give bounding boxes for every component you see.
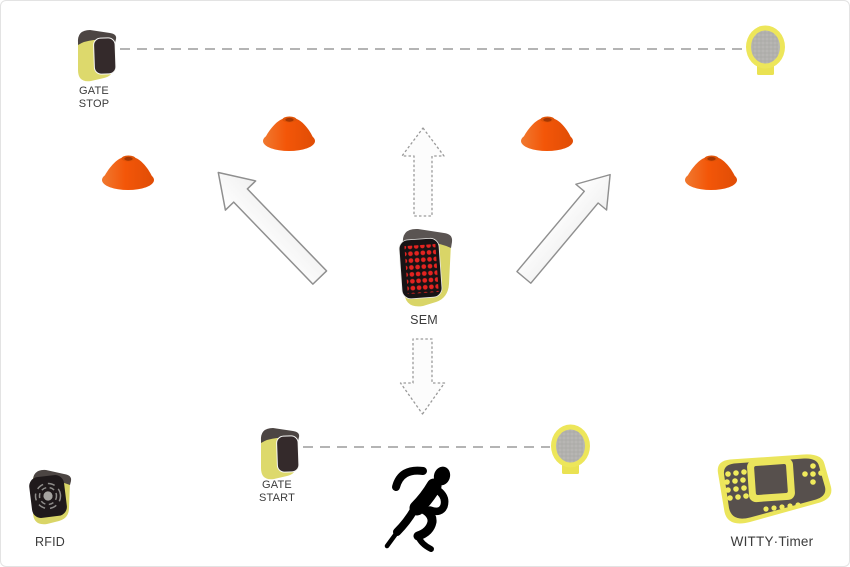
rfid-label: RFID (35, 535, 65, 549)
arrow-down-dotted-icon (399, 338, 446, 415)
gate-start-label: GATE START (249, 479, 305, 505)
cone-icon (685, 155, 737, 190)
photocell-beam-line-bottom (303, 446, 550, 448)
reflector-bottom-icon (551, 424, 590, 474)
arrow-up-dotted-icon (401, 127, 445, 217)
gate-stop-label-line1: GATE (79, 85, 109, 97)
arrow-up-left-icon (217, 171, 328, 285)
arrow-up-right-icon (516, 173, 611, 284)
witty-timer-label: WITTY·Timer (730, 534, 814, 549)
runner-icon (384, 466, 451, 552)
gate-start-photocell-icon (260, 428, 300, 480)
photocell-beam-line-top (120, 48, 745, 50)
sem-label: SEM (410, 313, 438, 327)
cone-icon (521, 116, 573, 151)
sem-device-icon (398, 228, 453, 307)
rfid-device-icon (29, 469, 72, 525)
cone-icon (102, 155, 154, 190)
witty-timer-icon (717, 454, 832, 524)
reflector-top-icon (746, 25, 785, 75)
gate-stop-photocell-icon (77, 30, 117, 82)
cone-icon (263, 116, 315, 151)
gate-stop-label: GATE STOP (68, 85, 120, 111)
gate-start-label-line1: GATE (262, 479, 292, 491)
gate-start-label-line2: START (258, 492, 296, 504)
gate-stop-label-line2: STOP (78, 98, 110, 110)
